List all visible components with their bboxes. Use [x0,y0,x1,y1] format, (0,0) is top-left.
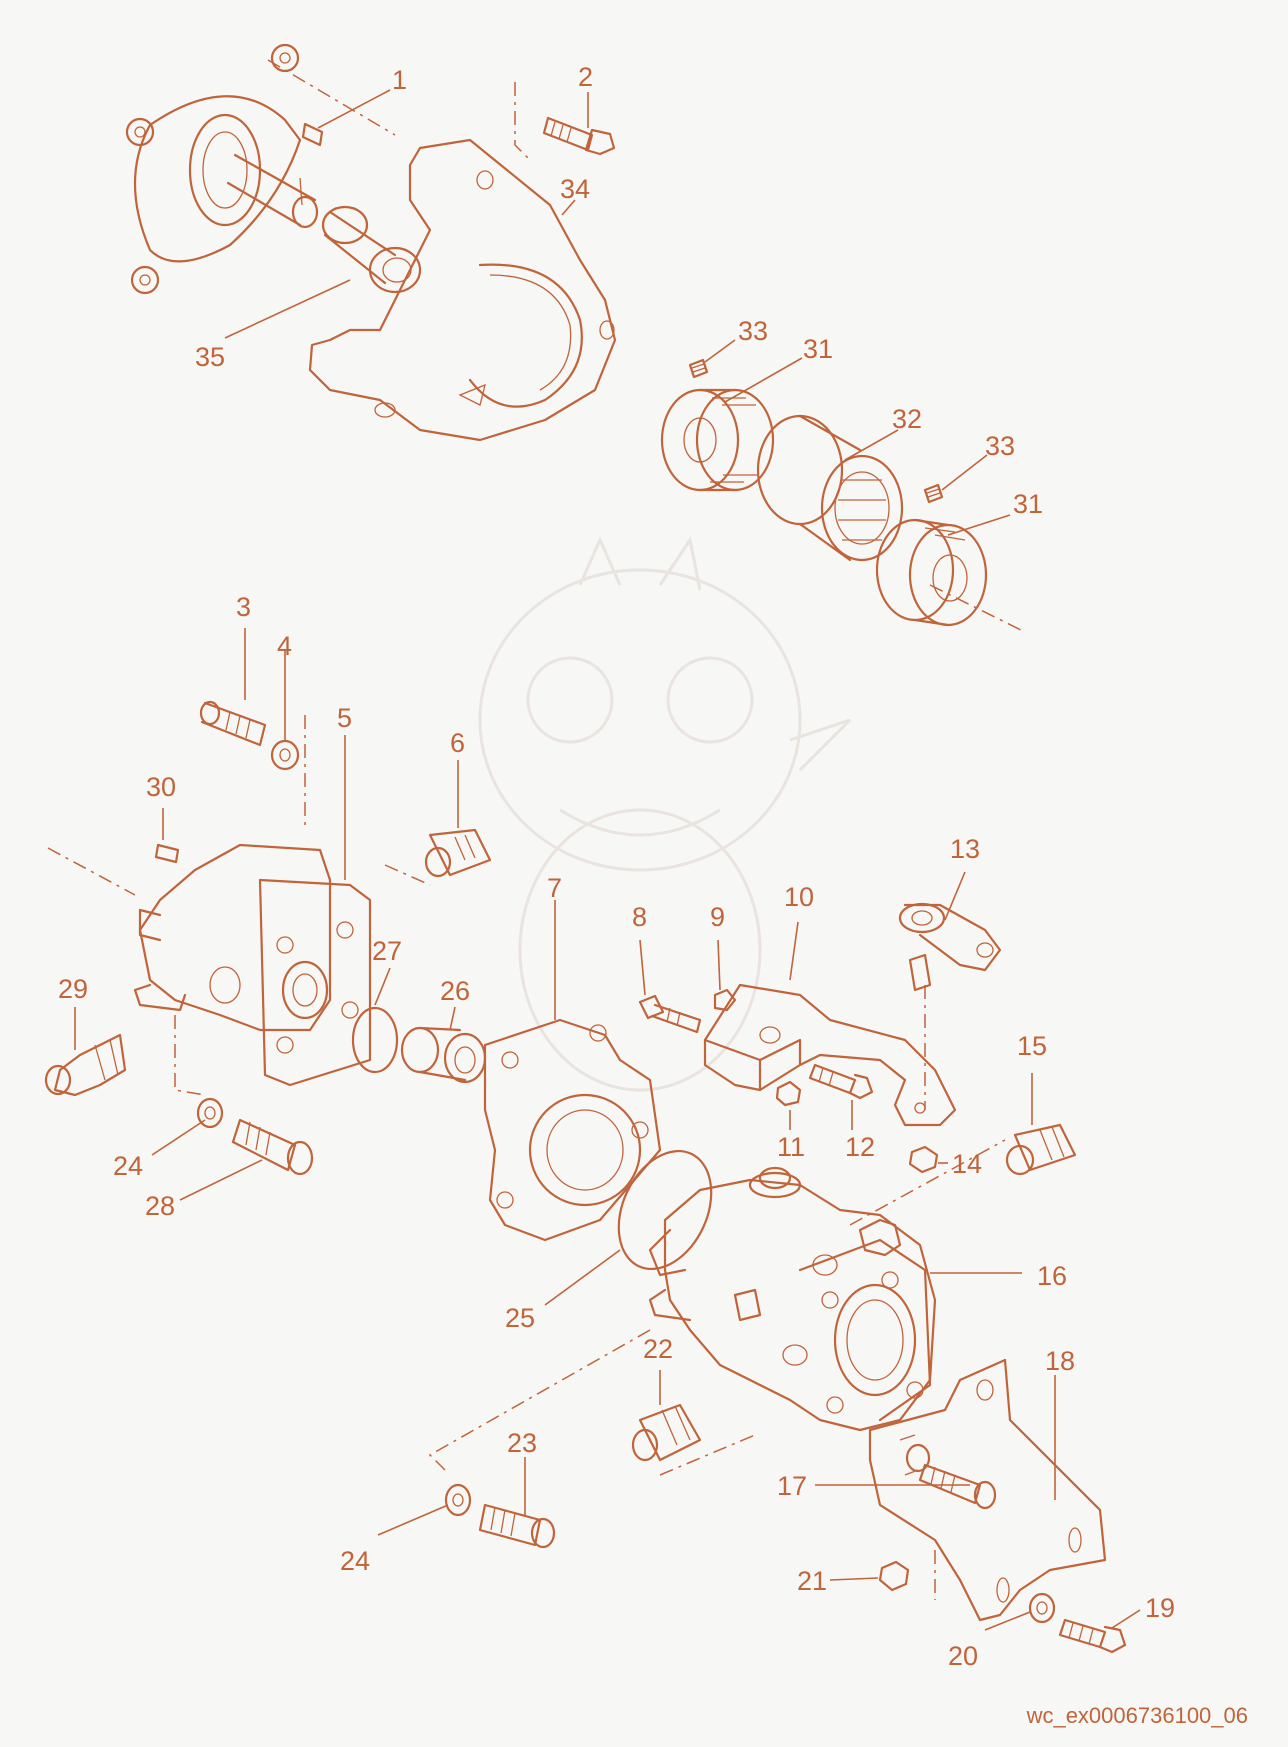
callout-35: 35 [195,342,225,372]
part-27-o-ring [351,1006,399,1074]
part-34-bellhousing [308,138,617,442]
part-9-nut [713,988,737,1012]
part-35-sleeve [321,205,422,294]
part-20-washer [1028,1592,1056,1624]
callout-9: 9 [710,902,725,932]
part-4-washer [270,739,300,771]
part-31-coupling-hub-a [660,388,775,492]
callout-6: 6 [450,728,465,758]
part-33-setscrew-a [688,358,709,379]
callout-19: 19 [1145,1593,1175,1623]
part-7-adapter-flange [483,1018,662,1242]
part-2-bolt [542,116,616,156]
callout-labels: 1 2 34 35 33 31 32 33 31 3 4 5 6 30 27 2… [58,62,1175,1671]
part-15-fitting [1005,1123,1077,1176]
callout-24a: 24 [113,1151,143,1181]
callout-2: 2 [578,62,593,92]
part-14-nut [908,1145,939,1174]
callout-30: 30 [146,772,176,802]
part-6-fitting [424,828,492,878]
callout-1: 1 [392,65,407,95]
callout-33b: 33 [985,431,1015,461]
part-17-screw [905,1443,997,1510]
callout-18: 18 [1045,1346,1075,1376]
callout-32: 32 [892,404,922,434]
callout-13: 13 [950,834,980,864]
flange-nut [125,43,300,295]
part-29-fitting [44,1033,127,1097]
part-32-coupling-sleeve [756,414,904,562]
part-33-setscrew-b [923,483,944,504]
callout-22: 22 [643,1334,673,1364]
callout-3: 3 [236,592,251,622]
callout-15: 15 [1017,1031,1047,1061]
part-21-nut [878,1560,910,1592]
callout-5: 5 [337,703,352,733]
part-30-key [154,843,180,864]
callout-7: 7 [547,873,562,903]
callout-4: 4 [277,631,292,661]
callout-31b: 31 [1013,489,1043,519]
callout-29: 29 [58,974,88,1004]
part-25-o-ring [617,1149,713,1271]
callout-27: 27 [372,936,402,966]
part-5-gear-pump [133,843,372,1087]
assembly-axes [47,59,1026,1600]
callout-17: 17 [777,1471,807,1501]
flange-shaft [125,43,319,295]
callout-12: 12 [845,1132,875,1162]
callout-21: 21 [797,1566,827,1596]
part-12-bolt [808,1063,874,1100]
part-16-piston-pump [648,1166,937,1432]
part-24-washer-b [444,1483,472,1517]
part-28-screw [231,1118,314,1176]
part-26-coupling [400,1026,487,1084]
callout-10: 10 [784,882,814,912]
part-8-bolt [638,994,702,1034]
part-19-bolt [1058,1618,1127,1654]
callout-34: 34 [560,174,590,204]
callout-28: 28 [145,1191,175,1221]
callout-26: 26 [440,976,470,1006]
part-31-coupling-hub-b [875,518,988,627]
callout-33a: 33 [738,316,768,346]
callout-14: 14 [952,1149,982,1179]
part-3-screw [199,700,267,747]
part-1-key [301,122,324,147]
part-10-lever [703,983,957,1127]
callout-16: 16 [1037,1261,1067,1291]
callout-11: 11 [777,1132,805,1162]
callout-8: 8 [632,902,647,932]
callout-23: 23 [507,1428,537,1458]
callout-25: 25 [505,1303,535,1333]
part-11-nut [775,1080,802,1107]
drawing-reference: wc_ex0006736100_06 [1026,1703,1248,1728]
part-23-screw [478,1503,556,1549]
callout-31a: 31 [803,334,833,364]
callout-24b: 24 [340,1546,370,1576]
leader-lines [74,89,1141,1631]
part-13-rod-end [898,902,1002,992]
part-24-washer-a [196,1097,224,1129]
callout-20: 20 [948,1641,978,1671]
part-22-fitting [631,1403,702,1462]
part-18-mounting-bracket [868,1358,1107,1622]
watermark-mascot [478,536,852,1092]
